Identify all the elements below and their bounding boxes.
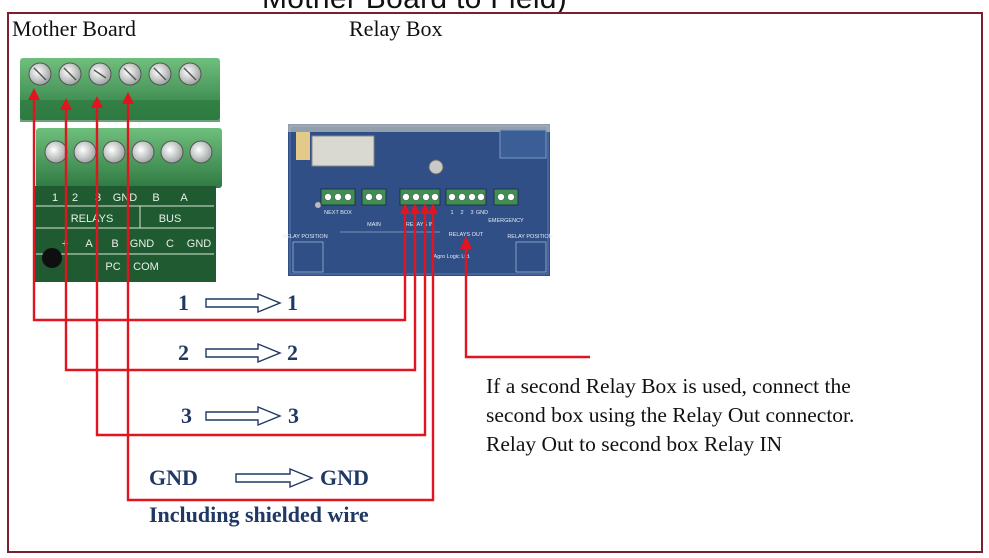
arrowhead-relay-out <box>460 236 472 249</box>
rb-out-pin-gnd: GND <box>476 210 488 216</box>
map-to-3: 3 <box>288 403 299 428</box>
second-relay-box-note: If a second Relay Box is used, connect t… <box>486 372 854 459</box>
mb-pin-gnd: GND <box>113 192 138 204</box>
map-arrow-3 <box>205 405 282 427</box>
map-to-gnd: GND <box>320 465 369 490</box>
arrowhead-rb-1 <box>400 203 410 214</box>
terminal-screws-bottom <box>44 140 213 164</box>
rb-relay-position-left: RELAY POSITION <box>282 234 327 240</box>
rb-emergency-label: EMERGENCY <box>488 218 524 224</box>
relay-component <box>311 135 375 167</box>
arrowhead-mb-3 <box>91 96 103 108</box>
relay-box-label: Relay Box <box>349 16 443 41</box>
map-to-1: 1 <box>287 290 298 315</box>
mother-board-label: Mother Board <box>12 16 137 41</box>
mb-pc-label: PC <box>105 261 120 273</box>
mb-row2-c: C <box>166 238 174 250</box>
mb-bus-label: BUS <box>159 213 182 225</box>
motherboard-terminal-image: 1 2 3 GND B A RELAYS BUS + A B GND C GND… <box>20 58 222 282</box>
mb-row2-b: B <box>111 238 118 250</box>
map-arrow-1 <box>205 292 282 314</box>
note-line-3: Relay Out to second box Relay IN <box>486 432 783 456</box>
relays-in-terminal <box>399 188 441 206</box>
arrowhead-mb-1 <box>28 88 40 100</box>
rb-main-label: MAIN <box>367 222 381 228</box>
mb-relays-label: RELAYS <box>71 213 114 225</box>
shielded-wire-note: Including shielded wire <box>149 502 369 527</box>
mb-row2-a: A <box>85 238 93 250</box>
map-from-1: 1 <box>178 290 189 315</box>
wire-1 <box>32 96 407 322</box>
arrowhead-rb-2 <box>410 203 420 214</box>
emergency-terminal <box>493 188 519 206</box>
mb-pin-1: 1 <box>52 192 58 204</box>
rb-relay-position-right: RELAY POSITION <box>507 234 552 240</box>
arrowhead-mb-2 <box>60 98 72 110</box>
main-terminal <box>361 188 387 206</box>
mb-pin-2: 2 <box>72 192 78 204</box>
mb-pin-b: B <box>152 192 159 204</box>
rb-out-pin-3: 3 <box>470 210 473 216</box>
terminal-screws-top <box>28 62 202 86</box>
map-from-2: 2 <box>178 340 189 365</box>
diagram-frame <box>7 12 983 553</box>
diagram-title: Mother Board to Field) <box>262 0 567 16</box>
map-from-3: 3 <box>181 403 192 428</box>
mapping-arrows <box>205 292 314 489</box>
wire-gnd <box>126 100 435 502</box>
arrowhead-mb-gnd <box>122 92 134 104</box>
mb-jack-icon <box>42 248 62 268</box>
arrowhead-rb-gnd <box>428 203 438 214</box>
wire-relay-out <box>464 245 590 359</box>
relays-out-terminal <box>445 188 487 206</box>
map-from-gnd: GND <box>149 465 198 490</box>
rb-next-box-label: NEXT BOX <box>324 210 352 216</box>
wire-2 <box>64 106 417 372</box>
rb-out-pin-2: 2 <box>460 210 463 216</box>
rb-relays-in-label: RELAYS IN <box>406 222 434 228</box>
relay-box-image: NEXT BOX MAIN RELAYS IN RELAYS OUT EMERG… <box>282 124 553 276</box>
map-arrow-2 <box>205 342 282 364</box>
note-line-1: If a second Relay Box is used, connect t… <box>486 374 851 398</box>
rb-relays-out-label: RELAYS OUT <box>449 232 484 238</box>
note-line-2: second box using the Relay Out connector… <box>486 403 855 427</box>
mb-row2-gnd: GND <box>130 238 155 250</box>
mb-pin-a: A <box>180 192 188 204</box>
wire-3 <box>95 104 427 437</box>
rb-logo-text: Agro Logic Ltd. <box>434 254 471 260</box>
map-to-2: 2 <box>287 340 298 365</box>
rb-out-pin-1: 1 <box>450 210 453 216</box>
arrowhead-rb-3 <box>420 203 430 214</box>
wire-arrowheads <box>28 88 472 249</box>
motherboard-pcb <box>34 186 216 282</box>
wires <box>32 96 590 502</box>
mb-com-label: COM <box>133 261 159 273</box>
map-arrow-gnd <box>235 467 314 489</box>
mb-row2-gnd2: GND <box>187 238 212 250</box>
relay-terminals <box>320 188 519 206</box>
